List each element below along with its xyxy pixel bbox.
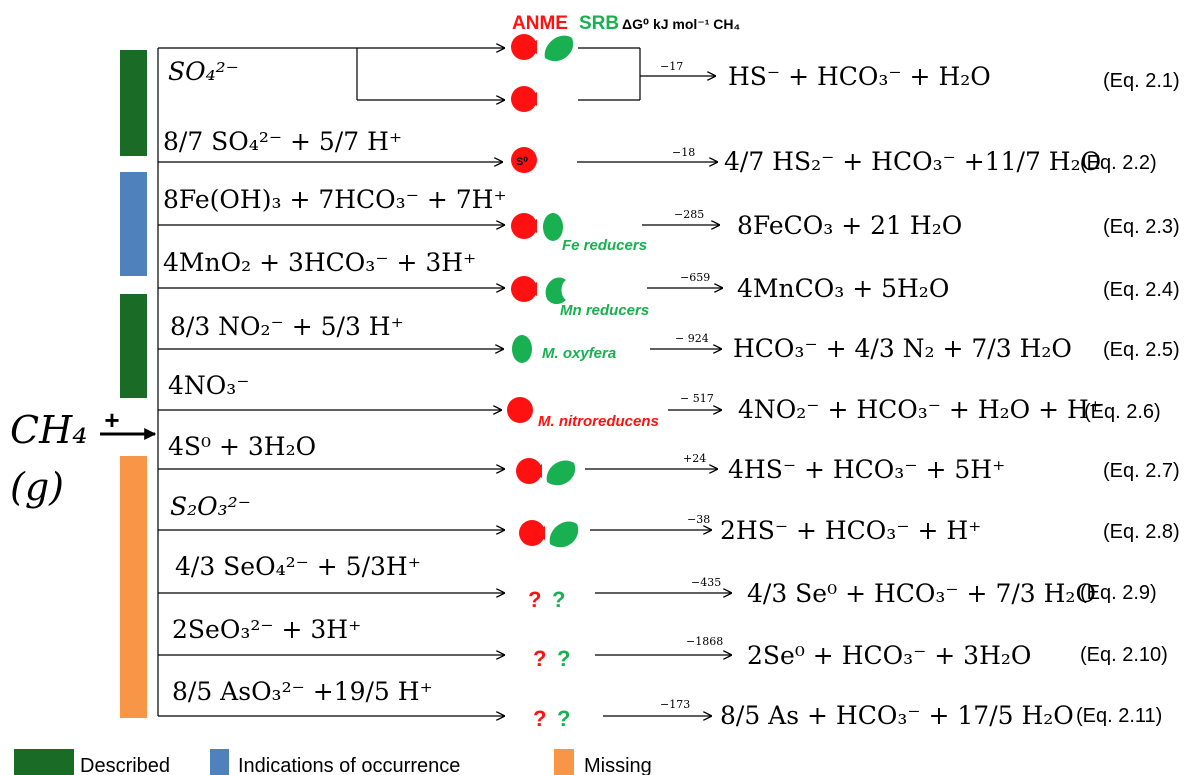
- anme-cell-2.1b: [511, 86, 537, 112]
- eq-label-2.3: (Eq. 2.3): [1103, 216, 1180, 238]
- unknown-srb-2.11: ?: [557, 706, 570, 731]
- fe-reducer-cell: [543, 213, 563, 241]
- oxidant-2.5: 8/3 NO₂⁻ + 5/3 H⁺: [170, 312, 404, 341]
- unknown-anme-2.10: ?: [533, 646, 546, 671]
- anme-cell-2.1a: [511, 34, 537, 60]
- anme-cell-2.4: [511, 276, 537, 302]
- dg-2.4: −659: [680, 271, 710, 284]
- eq-label-2.6: (Eq. 2.6): [1084, 401, 1161, 423]
- dg-2.10: −1868: [686, 635, 723, 648]
- products-2.10: 2Se⁰ + HCO₃⁻ + 3H₂O: [747, 641, 1031, 670]
- products-2.4: 4MnCO₃ + 5H₂O: [737, 274, 949, 303]
- products-2.1: HS⁻ + HCO₃⁻ + H₂O: [728, 62, 991, 91]
- dg-2.1: −17: [660, 60, 683, 73]
- mn-reducers-label: Mn reducers: [560, 302, 649, 319]
- reaction-row-2.9: 4/3 SeO₄²⁻ + 5/3H⁺ −435 4/3 Se⁰ + HCO₃⁻ …: [158, 552, 1157, 612]
- oxidant-2.11: 8/5 AsO₃²⁻ +19/5 H⁺: [172, 677, 433, 706]
- unknown-srb-2.9: ?: [552, 587, 565, 612]
- legend-label-indications: Indications of occurrence: [238, 755, 460, 775]
- reaction-row-2.1: SO₄²⁻ −17 HS⁻ + HCO₃⁻ + H₂O (Eq. 2.1): [158, 34, 1180, 112]
- s0-label: S⁰: [516, 156, 528, 168]
- anme-cell-2.8: [519, 520, 545, 546]
- oxidant-2.9: 4/3 SeO₄²⁻ + 5/3H⁺: [175, 552, 421, 581]
- reaction-row-2.8: S₂O₃²⁻ −38 2HS⁻ + HCO₃⁻ + H⁺ (Eq. 2.8): [158, 492, 1180, 548]
- reaction-row-2.6: 4NO₃⁻ − 517 4NO₂⁻ + HCO₃⁻ + H₂O + H⁺ (Eq…: [158, 371, 1161, 430]
- legend-label-described: Described: [80, 755, 170, 775]
- reaction-row-2.11: 8/5 AsO₃²⁻ +19/5 H⁺ −173 8/5 As + HCO₃⁻ …: [158, 677, 1162, 731]
- fe-reducers-label: Fe reducers: [562, 237, 647, 254]
- unknown-srb-2.10: ?: [557, 646, 570, 671]
- methane-phase: (g): [10, 465, 64, 509]
- dg-2.2: −18: [672, 146, 695, 159]
- products-2.2: 4/7 HS₂⁻ + HCO₃⁻ +11/7 H₂O: [724, 147, 1101, 176]
- eq-label-2.10: (Eq. 2.10): [1080, 644, 1168, 666]
- legend-label-missing: Missing: [584, 755, 652, 775]
- oxidant-2.7: 4S⁰ + 3H₂O: [168, 432, 316, 461]
- unknown-anme-2.9: ?: [528, 587, 541, 612]
- status-bar-indications: [120, 172, 147, 276]
- products-2.3: 8FeCO₃ + 21 H₂O: [737, 211, 962, 240]
- dg-2.9: −435: [691, 576, 721, 589]
- eq-label-2.11: (Eq. 2.11): [1076, 705, 1162, 727]
- dg-2.8: −38: [687, 513, 710, 526]
- dg-2.11: −173: [660, 698, 690, 711]
- reaction-row-2.3: 8Fe(OH)₃ + 7HCO₃⁻ + 7H⁺ −285 8FeCO₃ + 21…: [158, 185, 1180, 254]
- oxidant-2.1: SO₄²⁻: [168, 57, 239, 86]
- m-oxyfera-label: M. oxyfera: [542, 345, 616, 362]
- srb-cell-2.8: [549, 521, 579, 548]
- anme-cell-2.7: [516, 458, 542, 484]
- products-2.9: 4/3 Se⁰ + HCO₃⁻ + 7/3 H₂O: [747, 579, 1096, 608]
- m-nitroreducens-cell: [507, 397, 533, 423]
- eq-label-2.2: (Eq. 2.2): [1080, 152, 1157, 174]
- unknown-anme-2.11: ?: [533, 706, 546, 731]
- dg-2.3: −285: [674, 208, 704, 221]
- mn-reducer-cell: [545, 277, 566, 305]
- products-2.7: 4HS⁻ + HCO₃⁻ + 5H⁺: [728, 455, 1005, 484]
- status-bar-described-1: [120, 50, 147, 156]
- eq-label-2.1: (Eq. 2.1): [1103, 70, 1180, 92]
- status-bar-missing: [120, 456, 147, 718]
- legend-swatch-described: [14, 749, 74, 775]
- oxidant-2.8: S₂O₃²⁻: [170, 492, 251, 521]
- m-oxyfera-cell: [512, 335, 532, 363]
- products-2.11: 8/5 As + HCO₃⁻ + 17/5 H₂O: [720, 701, 1074, 730]
- eq-label-2.8: (Eq. 2.8): [1103, 521, 1180, 543]
- products-2.6: 4NO₂⁻ + HCO₃⁻ + H₂O + H⁺: [738, 395, 1102, 424]
- srb-cell-2.7: [546, 460, 576, 486]
- dg-2.5: − 924: [675, 332, 709, 345]
- products-2.5: HCO₃⁻ + 4/3 N₂ + 7/3 H₂O: [733, 334, 1072, 363]
- products-2.8: 2HS⁻ + HCO₃⁻ + H⁺: [720, 516, 981, 545]
- oxidant-2.4: 4MnO₂ + 3HCO₃⁻ + 3H⁺: [163, 248, 476, 277]
- header-srb: SRB: [579, 13, 619, 34]
- legend-swatch-missing: [554, 749, 574, 775]
- eq-label-2.5: (Eq. 2.5): [1103, 339, 1180, 361]
- reaction-row-2.7: 4S⁰ + 3H₂O +24 4HS⁻ + HCO₃⁻ + 5H⁺ (Eq. 2…: [158, 432, 1180, 486]
- anme-cell-2.3: [511, 213, 537, 239]
- eq-label-2.4: (Eq. 2.4): [1103, 279, 1180, 301]
- dg-2.6: − 517: [680, 392, 714, 405]
- reaction-row-2.4: 4MnO₂ + 3HCO₃⁻ + 3H⁺ −659 4MnCO₃ + 5H₂O …: [158, 248, 1180, 319]
- reaction-row-2.5: 8/3 NO₂⁻ + 5/3 H⁺ − 924 HCO₃⁻ + 4/3 N₂ +…: [158, 312, 1180, 363]
- anme-cell-s0: [511, 147, 537, 173]
- methane-formula: CH₄: [10, 408, 87, 452]
- status-bar-described-2: [120, 294, 147, 398]
- oxidant-2.3: 8Fe(OH)₃ + 7HCO₃⁻ + 7H⁺: [163, 185, 507, 214]
- eq-label-2.7: (Eq. 2.7): [1103, 460, 1180, 482]
- oxidant-2.2: 8/7 SO₄²⁻ + 5/7 H⁺: [163, 127, 402, 156]
- methane-plus: +: [104, 405, 119, 435]
- header-anme: ANME: [512, 13, 568, 34]
- eq-label-2.9: (Eq. 2.9): [1080, 582, 1157, 604]
- legend-swatch-indications: [210, 749, 229, 775]
- m-nitroreducens-label: M. nitroreducens: [538, 413, 659, 430]
- header-dg-label: ΔG⁰ kJ mol⁻¹ CH₄: [622, 16, 740, 32]
- srb-cell-2.1: [544, 35, 574, 62]
- oxidant-2.10: 2SeO₃²⁻ + 3H⁺: [172, 615, 361, 644]
- legend: Described Indications of occurrence Miss…: [14, 749, 652, 775]
- oxidant-2.6: 4NO₃⁻: [168, 371, 250, 400]
- dg-2.7: +24: [683, 452, 706, 465]
- reaction-row-2.10: 2SeO₃²⁻ + 3H⁺ −1868 2Se⁰ + HCO₃⁻ + 3H₂O …: [158, 615, 1168, 671]
- reaction-row-2.2: 8/7 SO₄²⁻ + 5/7 H⁺ −18 4/7 HS₂⁻ + HCO₃⁻ …: [158, 127, 1157, 176]
